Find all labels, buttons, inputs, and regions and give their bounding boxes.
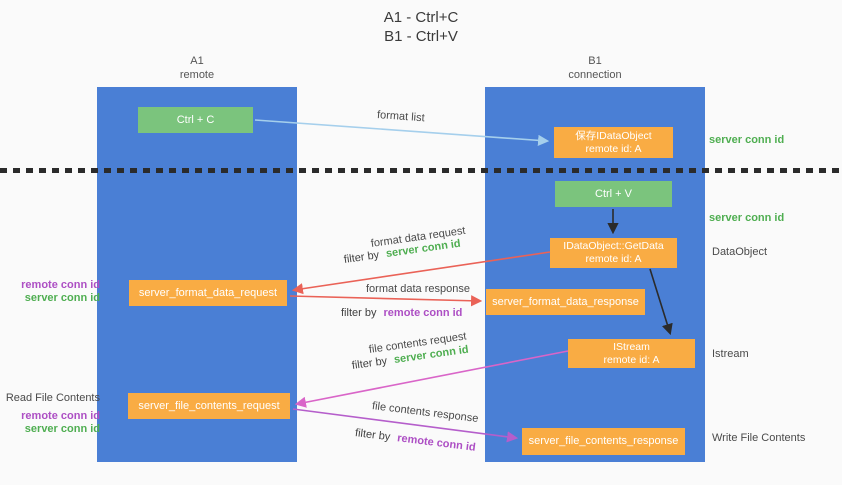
- file-contents-response-text: file contents response: [371, 400, 480, 426]
- server-conn-id-text: server conn id: [709, 134, 785, 146]
- ctrl-v-label: Ctrl + V: [595, 187, 632, 200]
- ctrl-c-label: Ctrl + C: [176, 113, 215, 126]
- server-conn-id-text: server conn id: [24, 423, 100, 435]
- format-list-text: format list: [376, 109, 426, 125]
- title-line-1: A1 - Ctrl+C: [383, 9, 459, 26]
- getdata-line2: remote id: A: [585, 253, 642, 265]
- server-conn-id-side-label-1: server conn id: [2, 292, 100, 305]
- save-dataobject-line2: remote id: A: [585, 142, 642, 155]
- istream-box: IStream remote id: A: [568, 339, 695, 368]
- getdata-box: IDataObject::GetData remote id: A: [550, 238, 677, 268]
- title-line-2: B1 - Ctrl+V: [384, 28, 458, 45]
- server-format-data-response-box: server_format_data_response: [486, 289, 645, 315]
- column-header-a1: A1 remote: [97, 54, 297, 82]
- server-conn-id-text: server conn id: [709, 212, 785, 224]
- getdata-line1: IDataObject::GetData: [563, 240, 664, 252]
- istream-line2: remote id: A: [603, 353, 660, 366]
- ctrl-c-box: Ctrl + C: [138, 107, 253, 133]
- server-conn-id-right-label-2: server conn id: [709, 212, 784, 225]
- server-format-data-response-label: server_format_data_response: [492, 295, 639, 308]
- diagram-title: A1 - Ctrl+C B1 - Ctrl+V: [0, 8, 842, 46]
- ctrl-v-box: Ctrl + V: [555, 181, 672, 207]
- server-conn-id-right-label-1: server conn id: [709, 134, 784, 147]
- filter-by-text: filter by: [343, 249, 380, 266]
- format-list-label: format list: [377, 109, 425, 125]
- dotted-divider: [0, 168, 842, 173]
- filter-by-text: filter by: [354, 427, 391, 444]
- read-file-contents-text: Read File Contents: [5, 392, 100, 404]
- istream-line1: IStream: [613, 340, 650, 353]
- filter-by-text: filter by: [351, 355, 388, 372]
- server-file-contents-request-box: server_file_contents_request: [128, 393, 290, 419]
- format-data-response-label: format data response: [366, 283, 470, 296]
- server-file-contents-request-label: server_file_contents_request: [138, 399, 280, 412]
- remote-conn-id-side-label-2: remote conn id: [2, 410, 100, 423]
- server-format-data-request-label: server_format_data_request: [138, 286, 278, 299]
- remote-conn-id-text: remote conn id: [21, 279, 100, 291]
- read-file-contents-label: Read File Contents: [2, 392, 100, 405]
- filter-by-remote-conn-id-label-1: filter by remote conn id: [341, 307, 462, 320]
- write-file-contents-text: Write File Contents: [712, 432, 806, 444]
- write-file-contents-label: Write File Contents: [712, 432, 805, 445]
- filter-by-text: filter by: [341, 307, 377, 319]
- file-contents-response-label: file contents response: [371, 400, 479, 426]
- server-format-data-request-box: server_format_data_request: [129, 280, 287, 306]
- dataobject-label: DataObject: [712, 246, 767, 259]
- istream-side-label: Istream: [712, 348, 749, 361]
- column-a1-subtitle: remote: [179, 69, 215, 81]
- filter-by-remote-conn-id-label-2: filter by remote conn id: [354, 427, 476, 455]
- server-file-contents-response-box: server_file_contents_response: [522, 428, 685, 455]
- column-b1-subtitle: connection: [568, 69, 622, 81]
- save-dataobject-line1: 保存IDataObject: [575, 129, 652, 142]
- remote-conn-id-text: remote conn id: [396, 432, 477, 454]
- format-data-response-text: format data response: [366, 283, 470, 295]
- remote-conn-id-text: remote conn id: [383, 307, 463, 319]
- server-conn-id-side-label-2: server conn id: [2, 423, 100, 436]
- remote-conn-id-side-label-1: remote conn id: [2, 279, 100, 292]
- column-a1-id: A1: [190, 55, 204, 67]
- column-b1-id: B1: [588, 55, 602, 67]
- save-dataobject-box: 保存IDataObject remote id: A: [554, 127, 673, 158]
- dataobject-text: DataObject: [712, 246, 768, 258]
- istream-side-text: Istream: [712, 348, 749, 360]
- server-conn-id-text: server conn id: [24, 292, 100, 304]
- remote-conn-id-text: remote conn id: [21, 410, 100, 422]
- server-file-contents-response-label: server_file_contents_response: [528, 435, 679, 447]
- column-header-b1: B1 connection: [485, 54, 705, 82]
- format-data-response-arrow: [289, 295, 483, 307]
